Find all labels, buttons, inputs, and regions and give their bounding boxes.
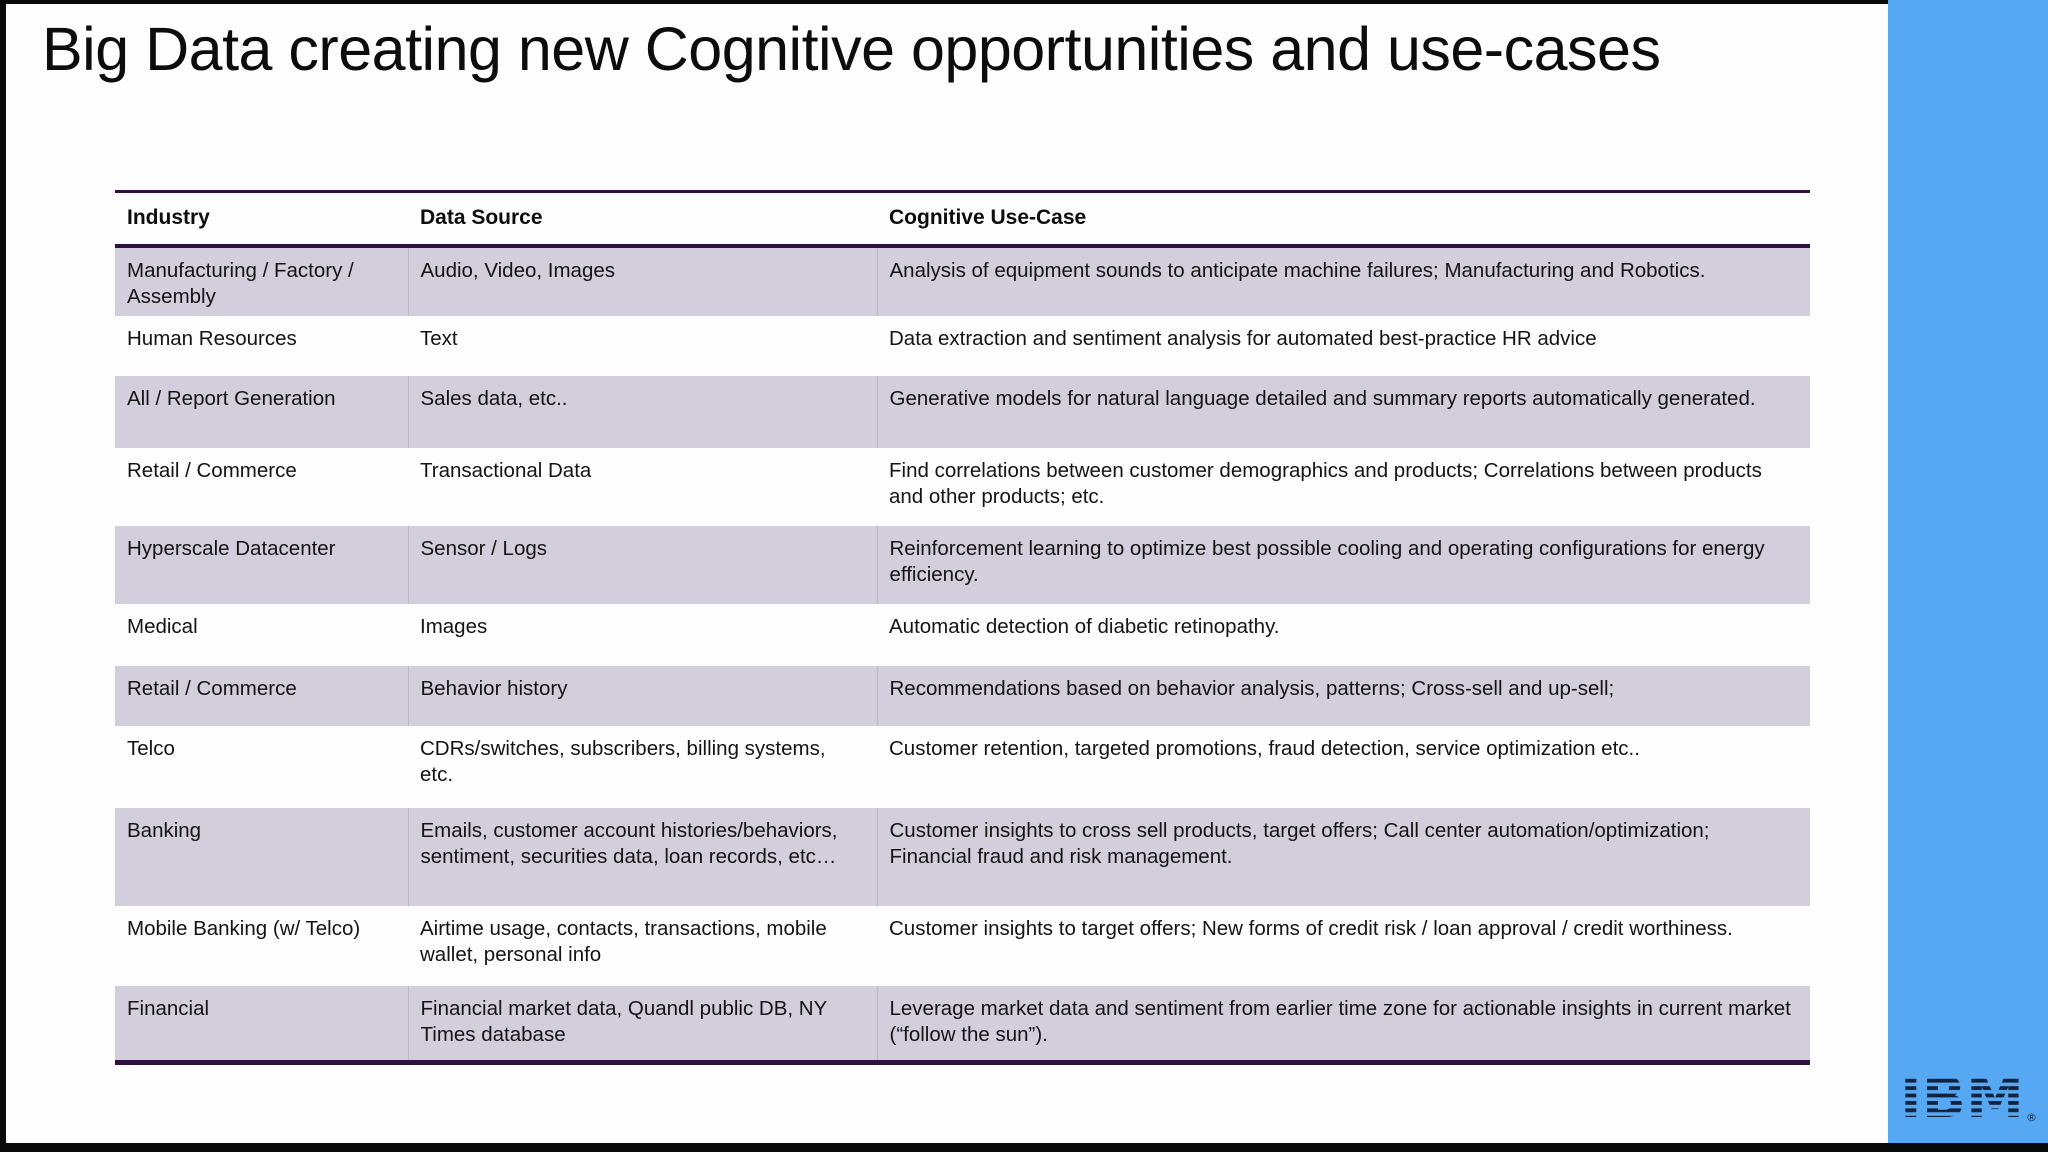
table-cell: Sensor / Logs — [407, 526, 877, 604]
table-body: Manufacturing / Factory / Assembly Audio,… — [115, 246, 1810, 1063]
table-cell: Banking — [127, 819, 202, 842]
registered-trademark-icon: ® — [2026, 1111, 2037, 1124]
column-header: Data Source — [408, 191, 877, 248]
slide-border-left — [0, 0, 6, 1152]
table-row: Financial Financial market data, Quandl p… — [115, 986, 1810, 1063]
table-row: Mobile Banking (w/ Telco) Airtime usage, … — [115, 906, 1810, 986]
table-row: Human Resources Text Data extraction and s… — [115, 316, 1810, 376]
table-cell: All / Report Generation — [127, 387, 336, 410]
table-cell: Financial — [127, 997, 210, 1020]
table-cell: Airtime usage, contacts, transactions, m… — [420, 917, 827, 966]
table-cell: Financial market data, Quandl public DB,… — [407, 986, 877, 1063]
table-cell: Medical — [127, 615, 198, 638]
table-cell: Manufacturing / Factory / Assembly — [127, 259, 354, 308]
table-row: Telco CDRs/switches, subscribers, billing… — [115, 726, 1810, 808]
column-header: Cognitive Use-Case — [877, 191, 1810, 248]
slide-title: Big Data creating new Cognitive opportun… — [42, 15, 1661, 83]
slide-border-top — [0, 0, 1888, 4]
table-cell: Images — [420, 615, 488, 638]
table-cell: Mobile Banking (w/ Telco) — [127, 917, 361, 940]
table-cell: Customer insights to cross sell products… — [876, 808, 1810, 906]
table-row: Banking Emails, customer account historie… — [115, 808, 1810, 906]
table-cell: Generative models for natural language d… — [876, 376, 1810, 448]
table-row: All / Report Generation Sales data, etc..… — [115, 376, 1810, 448]
column-header: Industry — [115, 191, 408, 248]
slide-border-bottom — [0, 1143, 2048, 1152]
ibm-logo-text: IBM — [1900, 1066, 2024, 1124]
table-cell: Find correlations between customer demog… — [889, 459, 1762, 508]
table-row: Medical Images Automatic detection of diab… — [115, 604, 1810, 666]
table-cell: Behavior history — [407, 666, 877, 726]
table-cell: Human Resources — [127, 327, 297, 350]
table-cell: Reinforcement learning to optimize best … — [876, 526, 1810, 604]
table-row: Retail / Commerce Transactional Data Find … — [115, 448, 1810, 526]
table-cell: Transactional Data — [420, 459, 592, 482]
table-cell: Data extraction and sentiment analysis f… — [889, 327, 1597, 350]
table-cell: Emails, customer account histories/behav… — [407, 808, 877, 906]
table-cell: Leverage market data and sentiment from … — [876, 986, 1810, 1063]
table-cell: CDRs/switches, subscribers, billing syst… — [420, 737, 826, 786]
table-cell: Text — [420, 327, 458, 350]
table-cell: Analysis of equipment sounds to anticipa… — [876, 246, 1810, 316]
table-cell: Retail / Commerce — [127, 459, 297, 482]
table-cell: Sales data, etc.. — [407, 376, 877, 448]
table-cell: Retail / Commerce — [127, 677, 297, 700]
table-row: Manufacturing / Factory / Assembly Audio,… — [115, 246, 1810, 316]
table-cell: Automatic detection of diabetic retinopa… — [889, 615, 1280, 638]
table-cell: Audio, Video, Images — [407, 246, 877, 316]
table-cell: Telco — [127, 737, 175, 760]
table-cell: Hyperscale Datacenter — [127, 537, 336, 560]
ibm-logo: IBM ® — [1900, 1066, 2037, 1124]
table-cell: Customer insights to target offers; New … — [889, 917, 1733, 940]
table-cell: Customer retention, targeted promotions,… — [889, 737, 1640, 760]
table-cell: Recommendations based on behavior analys… — [876, 666, 1810, 726]
accent-sidebar — [1888, 0, 2048, 1152]
